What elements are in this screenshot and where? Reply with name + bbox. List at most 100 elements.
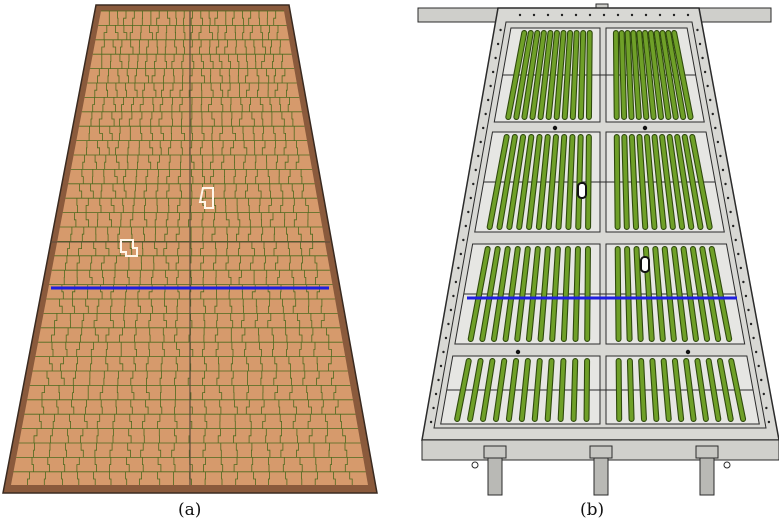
mounting-hole xyxy=(518,13,522,17)
green-rod xyxy=(550,247,560,341)
mounting-hole xyxy=(546,13,550,17)
mounting-hole xyxy=(731,224,735,228)
green-rod xyxy=(637,135,648,229)
mounting-holes xyxy=(429,13,771,424)
green-rod xyxy=(615,247,621,341)
green-rod xyxy=(619,31,626,119)
green-rod xyxy=(643,31,656,119)
tray-cells xyxy=(440,27,760,425)
green-rod xyxy=(527,135,542,229)
green-rod xyxy=(706,359,721,421)
green-rod xyxy=(650,359,659,421)
green-rod xyxy=(468,247,490,341)
tray-inner-wall xyxy=(433,21,767,429)
green-rod xyxy=(634,247,643,341)
mounting-hole xyxy=(709,98,712,102)
green-rod xyxy=(494,359,507,421)
mounting-hole xyxy=(452,294,455,298)
green-rod xyxy=(662,247,676,341)
highlight-slot-upper xyxy=(577,182,587,199)
tile-grid-lines xyxy=(13,10,366,485)
green-rod xyxy=(562,31,572,119)
green-rod xyxy=(660,31,678,119)
mounting-hole xyxy=(467,210,470,214)
feet xyxy=(471,445,731,496)
mounting-hole xyxy=(642,125,648,131)
mounting-hole xyxy=(724,182,727,186)
mounting-hole xyxy=(429,420,433,424)
mounting-hole xyxy=(706,84,709,88)
green-rod xyxy=(729,359,745,421)
green-rod xyxy=(468,359,483,421)
green-rod xyxy=(637,31,649,119)
mounting-hole xyxy=(459,252,463,256)
mounting-hole xyxy=(469,196,472,200)
mounting-hole xyxy=(701,56,704,60)
green-rod xyxy=(481,359,495,421)
green-rod xyxy=(578,31,586,119)
mounting-hole xyxy=(714,126,717,130)
mounting-hole xyxy=(747,308,750,312)
mounting-hole xyxy=(449,308,453,312)
mounting-hole xyxy=(698,42,702,46)
mounting-hole xyxy=(482,126,485,130)
green-rod xyxy=(661,359,671,421)
green-rod xyxy=(682,135,703,229)
caption-b: (b) xyxy=(580,500,605,520)
green-rod xyxy=(506,31,527,119)
mounting-hole xyxy=(630,13,634,17)
mounting-hole xyxy=(499,28,502,32)
green-rod xyxy=(629,135,638,229)
mounting-hole xyxy=(439,364,443,368)
green-rod xyxy=(627,359,634,421)
mounting-hole xyxy=(442,350,445,354)
mounting-hole xyxy=(489,84,492,88)
mounting-hole xyxy=(484,112,487,116)
green-rod xyxy=(514,31,533,119)
green-rod xyxy=(625,247,632,341)
green-rod xyxy=(515,247,530,341)
green-rod xyxy=(667,135,684,229)
green-rod xyxy=(530,31,546,119)
mounting-hole xyxy=(515,349,521,355)
green-rod xyxy=(691,247,709,341)
mounting-hole xyxy=(719,154,722,158)
green-rod xyxy=(586,135,591,229)
green-rod xyxy=(480,247,500,341)
green-rod xyxy=(576,135,583,229)
panel-a xyxy=(2,4,378,494)
highlight-outline-upper xyxy=(198,187,214,209)
green-rod xyxy=(616,359,622,421)
green-rod xyxy=(492,247,510,341)
green-rod xyxy=(718,359,733,421)
mounting-hole xyxy=(752,336,755,340)
mounting-hole xyxy=(588,13,592,17)
mounting-hole xyxy=(754,350,758,354)
mounting-hole xyxy=(477,154,480,158)
mounting-hole xyxy=(672,13,676,17)
green-rod xyxy=(532,359,542,421)
green-rod xyxy=(527,247,540,341)
green-rod xyxy=(648,31,663,119)
green-rod xyxy=(675,135,694,229)
green-rod xyxy=(487,135,509,229)
mounting-hole xyxy=(616,13,620,17)
mounting-hole xyxy=(737,252,740,256)
mounting-hole xyxy=(760,378,763,382)
green-rod xyxy=(556,135,567,229)
mounting-hole xyxy=(762,392,766,396)
mounting-hole xyxy=(437,378,440,382)
mounting-hole xyxy=(744,294,748,298)
mounting-hole xyxy=(644,13,648,17)
mounting-hole xyxy=(454,280,458,284)
green-rod xyxy=(700,247,720,341)
green-rod xyxy=(554,31,566,119)
green-rod xyxy=(507,135,525,229)
green-rod xyxy=(587,31,592,119)
green-rod xyxy=(672,31,693,119)
mounting-hole xyxy=(464,224,468,228)
mounting-hole xyxy=(742,280,745,284)
mounting-hole xyxy=(686,13,690,17)
mounting-hole xyxy=(721,168,725,172)
